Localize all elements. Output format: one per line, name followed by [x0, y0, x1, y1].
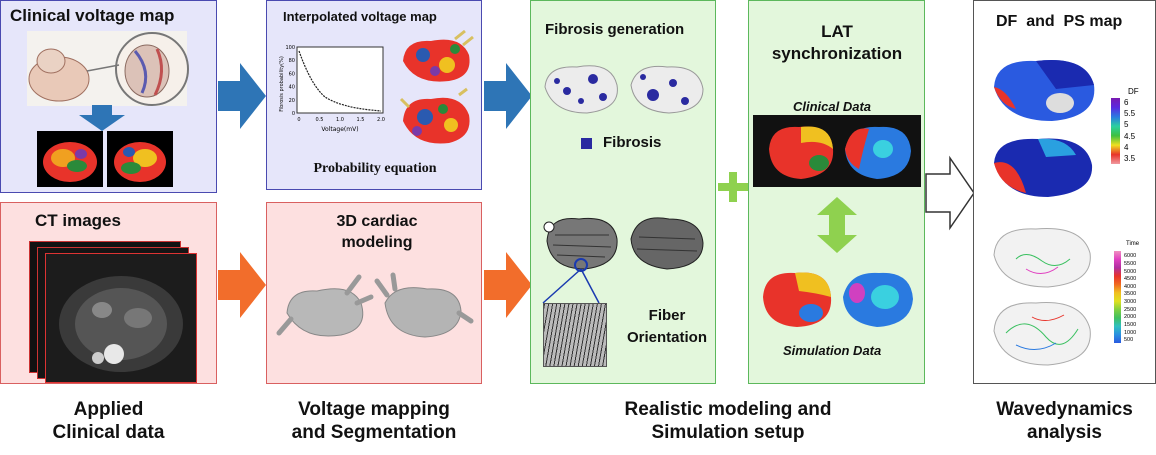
- cardiac-model-left-icon: [276, 274, 374, 337]
- fibrosis-legend-label: Fibrosis: [603, 134, 662, 151]
- cardiac-modeling-panel: 3D cardiac modeling: [266, 202, 482, 384]
- legend-tick-label: 3500: [1124, 291, 1137, 298]
- plot-xtick-label: 0: [297, 117, 300, 123]
- legend-tick-label: 4.5: [1124, 131, 1136, 141]
- simulation-lat-left-icon: [763, 272, 832, 327]
- probability-equation-caption: Probability equation: [313, 161, 437, 176]
- fibrosis-probability-plot: Fibrosis probability(%) Voltage(mV) 100 8…: [279, 45, 385, 133]
- fiber-orientation-label: Fiber Orientation: [626, 307, 707, 346]
- fiber-zoom-lines-icon: [542, 268, 600, 304]
- fibrosis-generation-title: Fibrosis generation: [545, 21, 685, 38]
- clinical-voltage-map-panel: Clinical voltage map: [0, 0, 217, 193]
- down-arrow-icon: [79, 105, 125, 131]
- time-colorbar: [1114, 251, 1121, 343]
- green-plus-icon: [718, 172, 748, 202]
- legend-tick-label: 1500: [1124, 321, 1137, 328]
- fiber-heart-left-icon: [543, 217, 618, 272]
- time-legend-title: Time: [1126, 241, 1140, 247]
- plot-xtick-label: 1.5: [357, 117, 365, 123]
- df-legend-title: DF: [1128, 87, 1139, 96]
- clinical-voltage-map-title: Clinical voltage map: [10, 6, 175, 25]
- outline-arrow-icon: [925, 155, 975, 231]
- plot-ytick-label: 80: [289, 58, 295, 64]
- plot-xlabel: Voltage(mV): [321, 126, 358, 133]
- lat-synchronization-panel: LAT synchronization Clinical Data Simula…: [748, 0, 925, 384]
- ct-images-title: CT images: [35, 211, 121, 230]
- blue-arrow-1-icon: [218, 63, 266, 129]
- interpolated-voltage-map-title: Interpolated voltage map: [283, 9, 437, 24]
- applied-clinical-data-label: Applied Clinical data: [52, 399, 165, 443]
- clinical-lat-left-icon: [769, 126, 834, 179]
- legend-tick-label: 4000: [1124, 283, 1137, 290]
- ps-heart-top-icon: [993, 228, 1091, 288]
- legend-tick-label: 5: [1124, 120, 1129, 130]
- plot-ylabel: Fibrosis probability(%): [279, 56, 285, 112]
- legend-tick-label: 5500: [1124, 260, 1137, 267]
- realistic-modeling-label: Realistic modeling and Simulation setup: [624, 399, 832, 443]
- ct-slice-image: [45, 253, 197, 383]
- blue-arrow-2-icon: [484, 63, 532, 129]
- heart-illustration-icon: [27, 31, 189, 106]
- ps-heart-bottom-icon: [993, 302, 1091, 366]
- fibrosis-heart-left-icon: [544, 65, 618, 114]
- plot-xtick-label: 0.5: [316, 117, 324, 123]
- interpolated-heart-top-icon: [403, 29, 474, 82]
- legend-tick-label: 5.5: [1124, 109, 1136, 119]
- legend-tick-label: 2000: [1124, 314, 1137, 321]
- cardiac-modeling-title: 3D cardiac modeling: [336, 213, 418, 251]
- cardiac-model-right-icon: [374, 272, 474, 338]
- lat-synchronization-title: LAT synchronization: [771, 22, 903, 63]
- orange-arrow-2-icon: [484, 252, 532, 318]
- wavedynamics-label: Wavedynamics analysis: [996, 399, 1133, 443]
- fiber-heart-right-icon: [630, 217, 704, 270]
- df-colorbar: [1111, 98, 1120, 164]
- orange-arrow-1-icon: [218, 252, 266, 318]
- df-ps-map-title: DF and PS map: [996, 13, 1123, 30]
- df-heart-top-icon: [994, 60, 1095, 121]
- legend-tick-label: 2500: [1124, 306, 1137, 313]
- plot-ytick-label: 0: [292, 111, 295, 117]
- plot-ytick-label: 40: [289, 85, 295, 91]
- legend-tick-label: 4: [1124, 142, 1129, 152]
- clinical-lat-right-icon: [845, 126, 911, 179]
- legend-tick-label: 3000: [1124, 299, 1137, 306]
- plot-xtick-label: 1.0: [336, 117, 344, 123]
- voltage-mapping-label: Voltage mapping and Segmentation: [291, 399, 457, 443]
- ct-images-panel: CT images: [0, 202, 217, 384]
- bidirectional-arrow-icon: [817, 197, 857, 253]
- legend-tick-label: 6000: [1124, 253, 1137, 260]
- legend-tick-label: 3.5: [1124, 154, 1136, 163]
- df-heart-bottom-icon: [994, 138, 1093, 197]
- plot-ytick-label: 20: [289, 98, 295, 104]
- simulation-lat-right-icon: [843, 272, 913, 327]
- clinical-voltage-heart-left-icon: [43, 142, 97, 182]
- plot-ytick-label: 100: [285, 45, 295, 51]
- fibrosis-legend-swatch: [581, 138, 592, 149]
- clinical-voltage-heart-right-icon: [114, 142, 166, 182]
- legend-tick-label: 4500: [1124, 276, 1137, 283]
- simulation-data-label: Simulation Data: [783, 343, 882, 358]
- plot-ytick-label: 60: [289, 71, 295, 77]
- fibrosis-generation-panel: Fibrosis generation Fibrosis Fiber Orien…: [530, 0, 716, 384]
- plot-xtick-label: 2.0: [377, 117, 385, 123]
- fiber-orientation-image: [543, 303, 607, 367]
- legend-tick-label: 1000: [1124, 329, 1137, 336]
- interpolated-voltage-map-panel: Interpolated voltage map Fibrosis probab…: [266, 0, 482, 190]
- legend-tick-label: 6: [1124, 98, 1129, 107]
- interpolated-heart-bottom-icon: [399, 87, 470, 144]
- clinical-data-label: Clinical Data: [793, 99, 872, 114]
- fibrosis-heart-right-icon: [630, 65, 704, 114]
- legend-tick-label: 500: [1124, 337, 1134, 344]
- legend-tick-label: 5000: [1124, 268, 1137, 275]
